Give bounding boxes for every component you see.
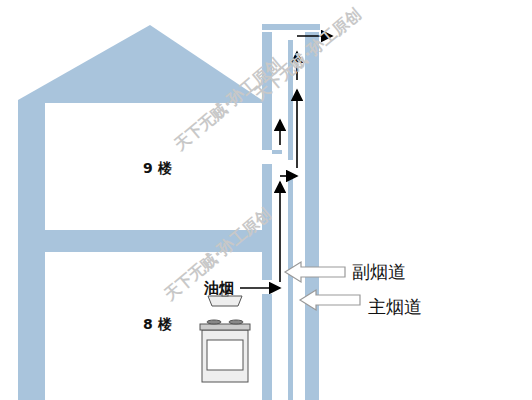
floor-label: 8 楼	[143, 316, 172, 334]
floor-label: 9 楼	[143, 160, 172, 178]
flue-label: 副烟道	[352, 260, 406, 284]
flow-label: 油烟	[204, 279, 234, 298]
flue-label: 主烟道	[368, 295, 422, 319]
